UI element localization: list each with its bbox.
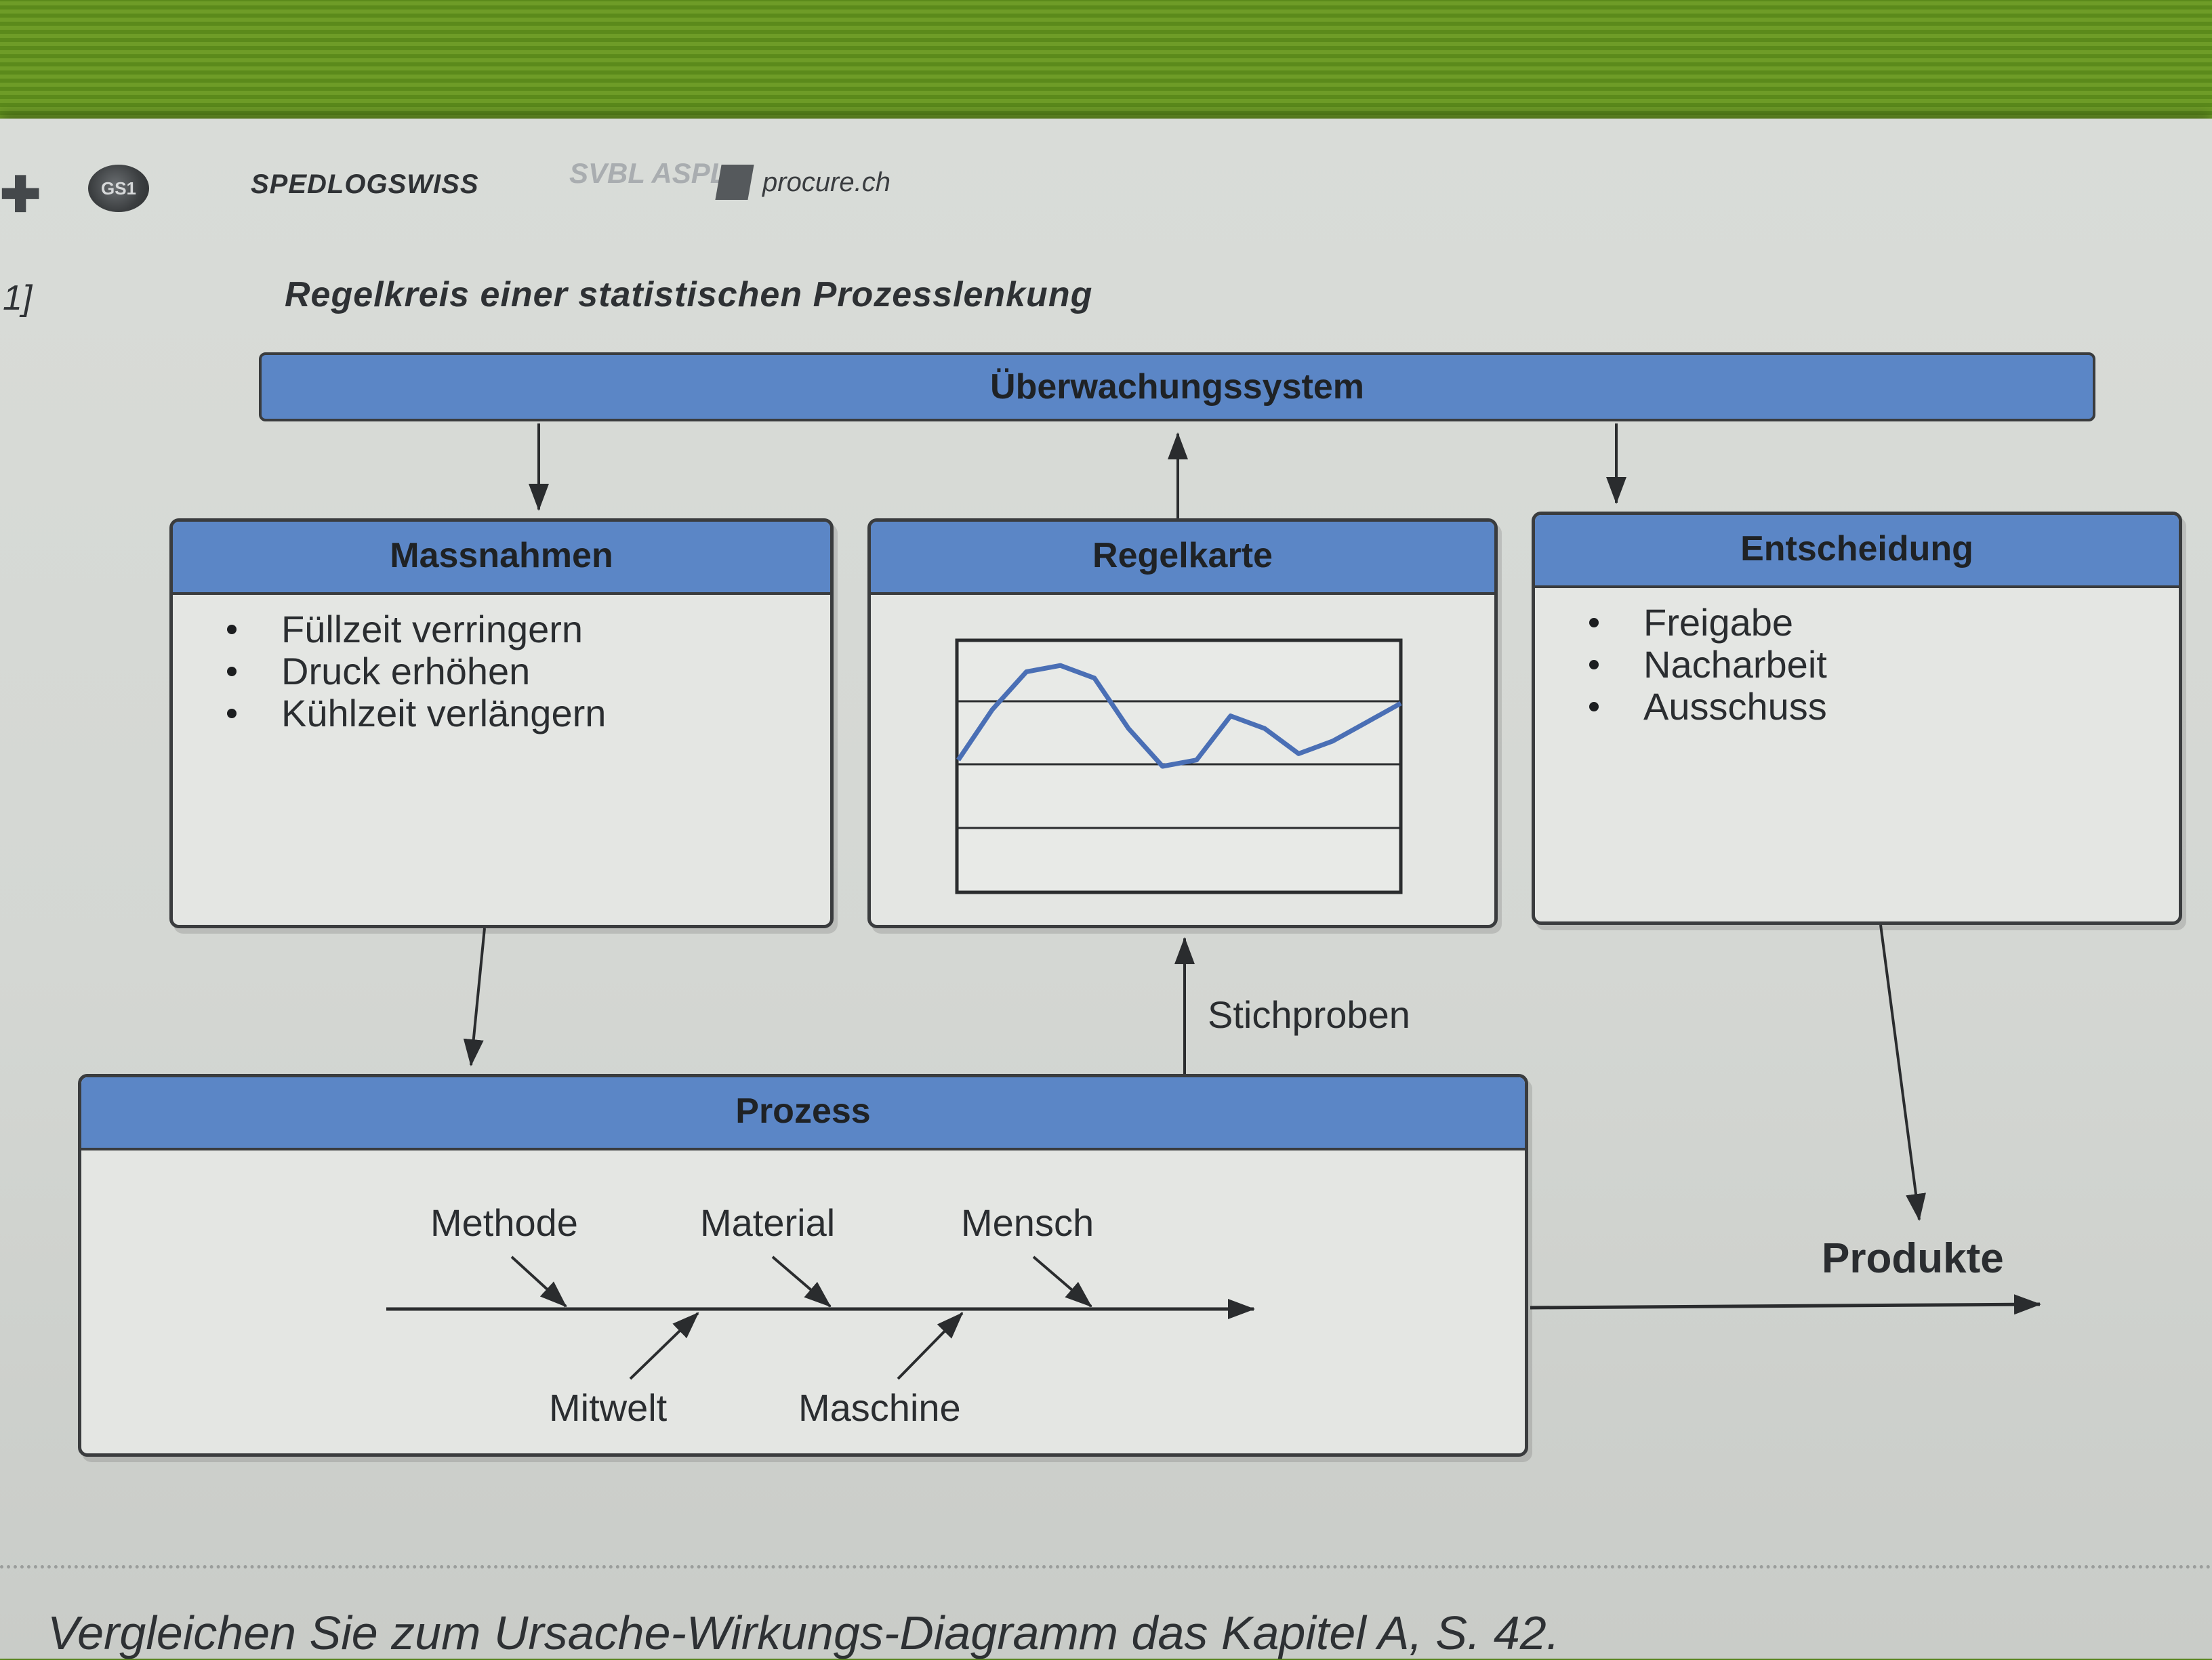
- arrow-produkte: [1530, 1294, 2041, 1315]
- cause-arrow-maschine: [897, 1312, 964, 1380]
- swiss-cross-logo: ✚: [0, 168, 41, 222]
- gs1-logo: GS1: [88, 165, 149, 212]
- massnahmen-box: Massnahmen Füllzeit verringern Druck erh…: [169, 518, 834, 928]
- entscheidung-box: Entscheidung Freigabe Nacharbeit Ausschu…: [1532, 512, 2182, 925]
- list-item: Druck erhöhen: [227, 650, 830, 692]
- entscheidung-title: Entscheidung: [1535, 515, 2179, 588]
- table-background: [0, 0, 2212, 136]
- ueberwachungssystem-band: Überwachungssystem: [259, 352, 2095, 421]
- spedlogswiss-logo: SPEDLOGSWISS: [251, 169, 479, 199]
- cause-maschine: Maschine: [798, 1386, 961, 1429]
- footer-text: Vergleichen Sie zum Ursache-Wirkungs-Dia…: [47, 1606, 1560, 1659]
- list-item: Nacharbeit: [1589, 644, 2179, 686]
- cause-arrow-methode: [510, 1256, 567, 1308]
- prozess-title: Prozess: [81, 1077, 1525, 1150]
- procure-logo: procure.ch: [762, 167, 890, 197]
- prozess-box: Prozess: [78, 1074, 1528, 1457]
- cause-mitwelt: Mitwelt: [549, 1386, 668, 1429]
- arrow-to-prozess: [463, 928, 486, 1066]
- massnahmen-title: Massnahmen: [173, 522, 830, 595]
- regelkarte-chart: [955, 638, 1403, 894]
- svbl-logo: SVBL ASPL: [569, 157, 728, 189]
- figure-title: Regelkreis einer statistischen Prozessle…: [285, 275, 1093, 314]
- list-item: Ausschuss: [1589, 686, 2179, 728]
- chart-frame: [955, 638, 1403, 894]
- list-item: Freigabe: [1589, 602, 2179, 644]
- cause-methode: Methode: [430, 1201, 578, 1244]
- control-chart-line: [956, 663, 1402, 769]
- dotted-separator: [0, 1565, 2212, 1569]
- list-item: Füllzeit verringern: [227, 608, 830, 650]
- produkte-label: Produkte: [1822, 1235, 2004, 1282]
- cause-mensch: Mensch: [961, 1201, 1094, 1244]
- massnahmen-list: Füllzeit verringern Druck erhöhen Kühlze…: [173, 595, 830, 734]
- cause-arrow-mensch: [1032, 1256, 1092, 1308]
- stichproben-label: Stichproben: [1208, 993, 1410, 1036]
- arrow-entscheidung-down: [1879, 924, 1926, 1221]
- figure-number: 1]: [3, 278, 33, 318]
- regelkarte-title: Regelkarte: [871, 522, 1494, 595]
- list-item: Kühlzeit verlängern: [227, 692, 830, 734]
- cause-arrow-mitwelt: [629, 1312, 699, 1380]
- entscheidung-list: Freigabe Nacharbeit Ausschuss: [1535, 588, 2179, 728]
- logo-row: ✚ GS1 SPEDLOGSWISS SVBL ASPL procure.ch: [0, 152, 1017, 223]
- cause-material: Material: [700, 1201, 836, 1244]
- cause-arrow-material: [771, 1256, 832, 1308]
